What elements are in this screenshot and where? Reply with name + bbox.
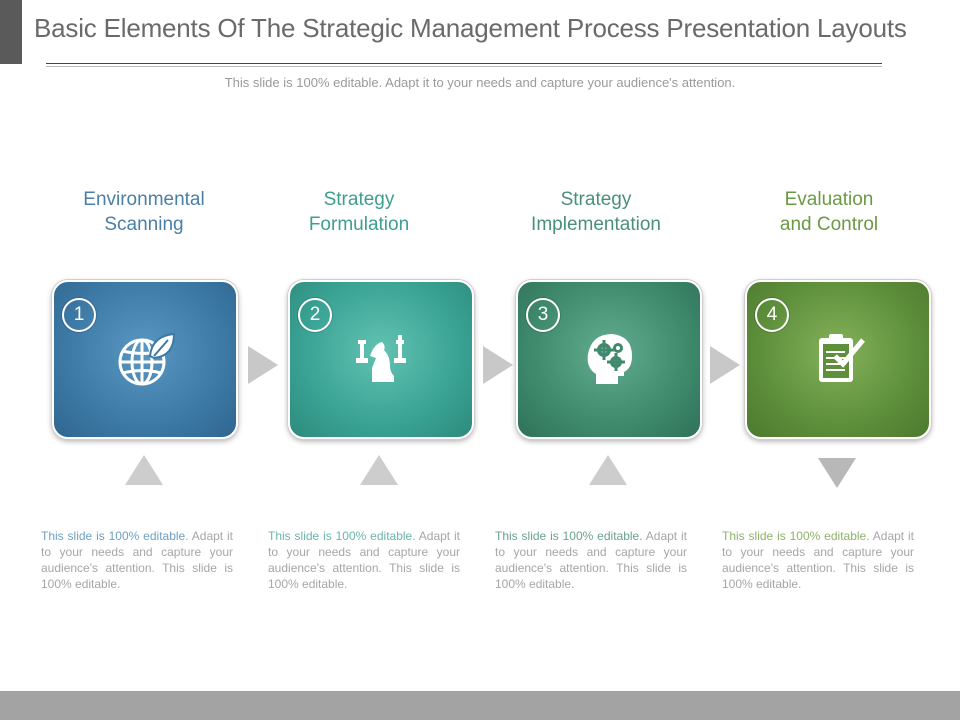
step-1-desc-rest: Adapt it to your needs and capture your … — [41, 529, 234, 591]
chess-icon — [356, 335, 406, 382]
step-1-number: 1 — [62, 298, 96, 332]
step-4-number: 4 — [755, 298, 789, 332]
step-3-desc-rest: Adapt it to your needs and capture your … — [495, 529, 688, 591]
slide-subtitle: This slide is 100% editable. Adapt it to… — [224, 75, 736, 90]
step-2-title-line2: Formulation — [308, 214, 410, 235]
step-1-title: Environmental Scanning — [44, 187, 244, 237]
arrow-right-1 — [248, 346, 278, 384]
step-4-title: Evaluation and Control — [729, 187, 929, 237]
step-2-title: Strategy Formulation — [259, 187, 459, 237]
arrow-right-2 — [483, 346, 513, 384]
step-2-desc-rest: Adapt it to your needs and capture your … — [268, 529, 461, 591]
step-1-description: This slide is 100% editable. Adapt it to… — [41, 528, 233, 592]
step-2-title-line1: Strategy — [323, 189, 395, 210]
title-divider-shadow — [46, 66, 882, 67]
step-2-box: 2 — [288, 280, 474, 439]
triangle-down-4 — [818, 458, 856, 488]
step-3-description: This slide is 100% editable. Adapt it to… — [495, 528, 687, 592]
arrow-right-3 — [710, 346, 740, 384]
head-gears-icon — [587, 334, 632, 384]
footer-bar — [0, 691, 960, 720]
step-1-desc-lead: This slide is 100% editable. — [41, 529, 189, 543]
title-divider — [46, 63, 882, 64]
step-2-desc-lead: This slide is 100% editable. — [268, 529, 416, 543]
step-3-number: 3 — [526, 298, 560, 332]
step-4-desc-rest: Adapt it to your needs and capture your … — [722, 529, 915, 591]
clipboard-check-icon — [819, 334, 865, 382]
globe-leaf-icon — [118, 332, 176, 386]
title-accent-bar — [0, 0, 22, 64]
step-4-title-line1: Evaluation — [784, 189, 874, 210]
step-1-box: 1 — [52, 280, 238, 439]
step-4-title-line2: and Control — [779, 214, 879, 235]
step-4-box: 4 — [745, 280, 931, 439]
step-3-box: 3 — [516, 280, 702, 439]
step-1-title-line2: Scanning — [104, 214, 184, 235]
step-4-description: This slide is 100% editable. Adapt it to… — [722, 528, 914, 592]
triangle-up-3 — [589, 455, 627, 485]
step-3-title: Strategy Implementation — [496, 187, 696, 237]
step-2-number: 2 — [298, 298, 332, 332]
triangle-up-1 — [125, 455, 163, 485]
slide-title: Basic Elements Of The Strategic Manageme… — [34, 13, 907, 43]
step-3-desc-lead: This slide is 100% editable. — [495, 529, 643, 543]
triangle-up-2 — [360, 455, 398, 485]
step-4-desc-lead: This slide is 100% editable. — [722, 529, 870, 543]
step-3-title-line1: Strategy — [560, 189, 632, 210]
step-2-description: This slide is 100% editable. Adapt it to… — [268, 528, 460, 592]
step-1-title-line1: Environmental — [83, 189, 205, 210]
step-3-title-line2: Implementation — [531, 214, 661, 235]
